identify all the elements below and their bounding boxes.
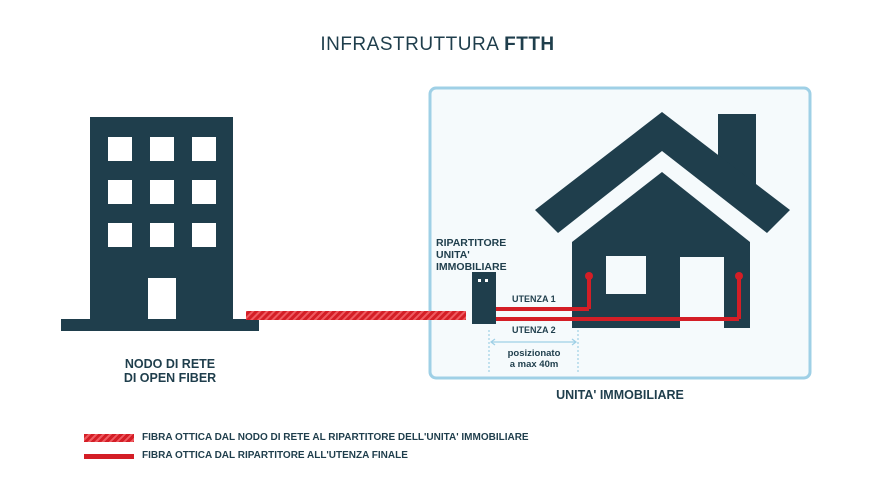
user2-label: UTENZA 2 xyxy=(512,325,556,335)
network-node-label: NODO DI RETE DI OPEN FIBER xyxy=(80,357,260,386)
network-node-label-line2: DI OPEN FIBER xyxy=(123,371,217,386)
real-estate-unit-label: UNITA' IMMOBILIARE xyxy=(556,388,684,402)
page-title: INFRASTRUTTURA FTTH xyxy=(0,34,875,56)
building-icon xyxy=(61,117,259,331)
splitter-label-line1: RIPARTITORE xyxy=(436,237,507,249)
splitter-label-line2: UNITA' xyxy=(436,249,470,262)
title-bold: FTTH xyxy=(504,34,555,55)
user1-endpoint xyxy=(585,272,593,280)
distance-dimension xyxy=(488,330,579,374)
house-icon xyxy=(535,112,790,328)
legend-solid-swatch xyxy=(84,454,134,459)
drop-fiber-lines xyxy=(496,276,741,321)
feeder-fiber-line xyxy=(246,311,466,320)
user1-label: UTENZA 1 xyxy=(512,294,556,304)
legend-feeder-text: FIBRA OTTICA DAL NODO DI RETE AL RIPARTI… xyxy=(142,432,529,443)
network-node-label-line1: NODO DI RETE xyxy=(124,357,216,371)
splitter-label-line3: IMMOBILIARE xyxy=(436,261,507,274)
user2-endpoint xyxy=(735,272,743,280)
splitter-cabinet-icon xyxy=(472,272,496,324)
splitter-label: RIPARTITORE UNITA' IMMOBILIARE xyxy=(436,237,536,273)
distance-label-line1: posizionato xyxy=(507,348,561,359)
distance-label-line2: a max 40m xyxy=(509,359,559,371)
title-light: INFRASTRUTTURA xyxy=(320,34,499,55)
legend-drop-text: FIBRA OTTICA DAL RIPARTITORE ALL'UTENZA … xyxy=(142,450,408,461)
distance-label: posizionato a max 40m xyxy=(494,348,574,371)
legend-hatched-swatch xyxy=(84,434,134,442)
